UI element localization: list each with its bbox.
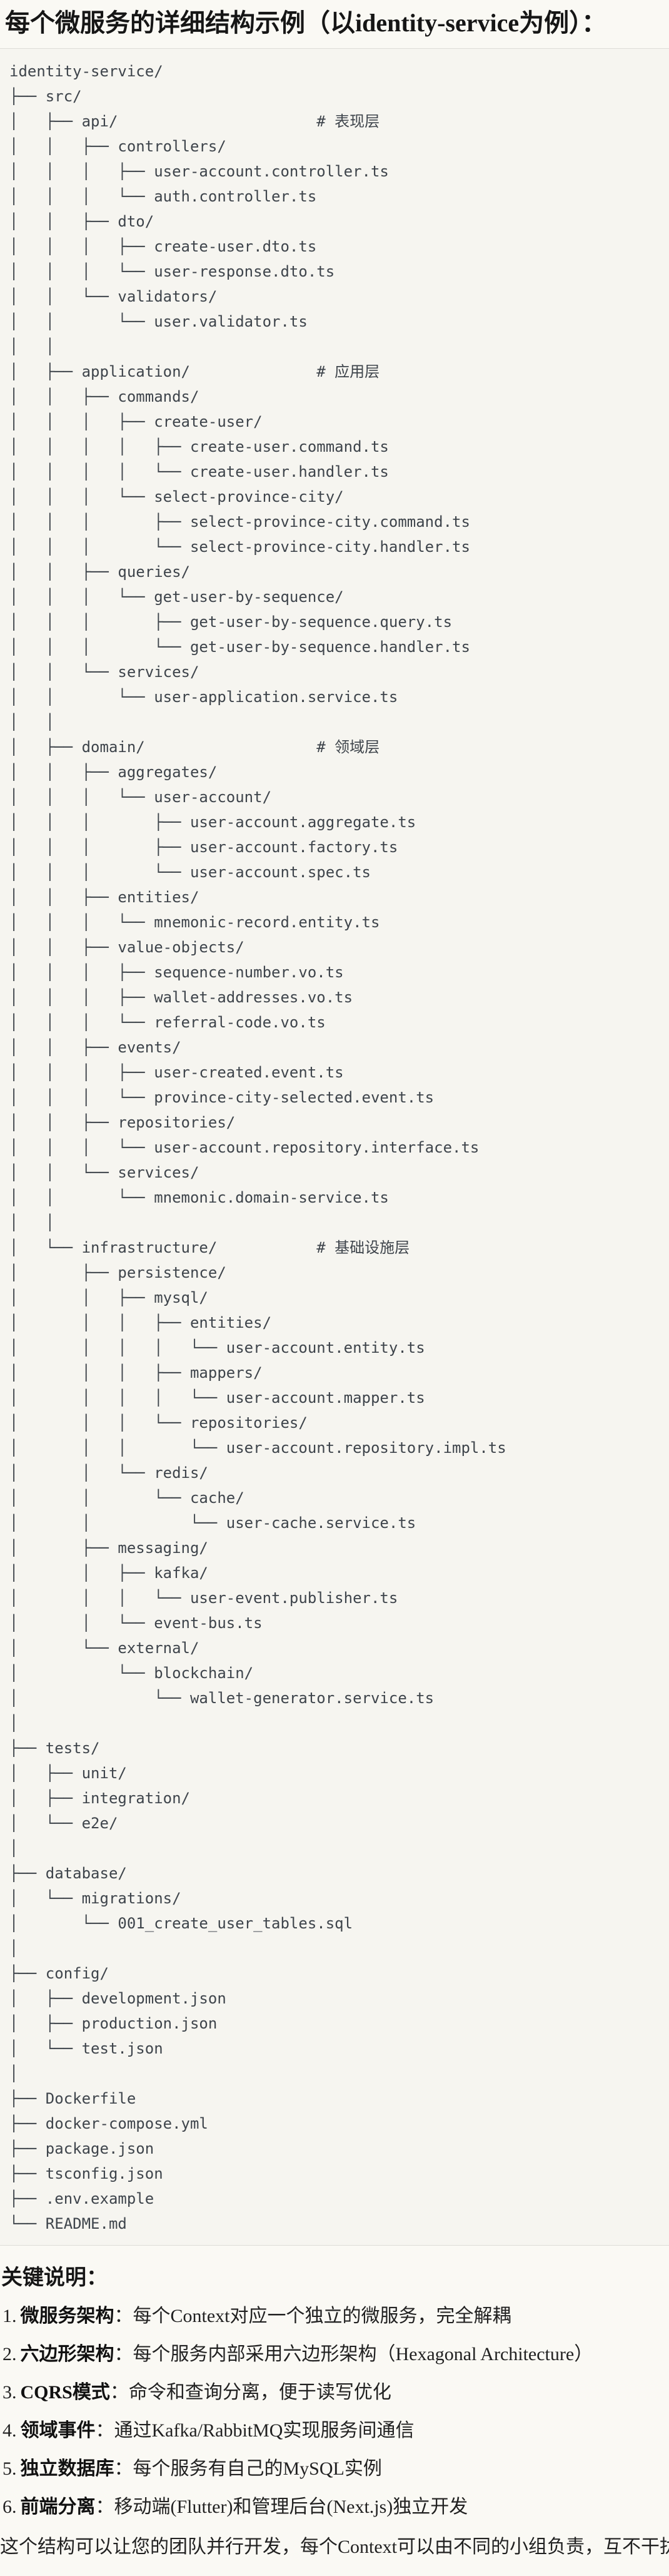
- code-block: identity-service/ ├── src/ │ ├── api/ # …: [0, 48, 669, 2246]
- item-desc: ：移动端(Flutter)和管理后台(Next.js)独立开发: [95, 2497, 468, 2517]
- page-title: 每个微服务的详细结构示例（以identity-service为例）：: [5, 9, 607, 37]
- list-item: 3.CQRS模式：命令和查询分离，便于读写优化: [3, 2381, 663, 2404]
- item-desc: ：每个服务内部采用六边形架构（Hexagonal Architecture）: [114, 2344, 593, 2365]
- item-desc: ：每个服务有自己的MySQL实例: [114, 2458, 382, 2479]
- item-term: 领域事件: [20, 2420, 96, 2441]
- list-item: 2.六边形架构：每个服务内部采用六边形架构（Hexagonal Architec…: [3, 2343, 663, 2366]
- list-item: 5.独立数据库：每个服务有自己的MySQL实例: [3, 2457, 663, 2480]
- item-term: CQRS模式: [20, 2382, 110, 2403]
- item-term: 六边形架构: [20, 2344, 114, 2365]
- notes-section: 关键说明： 1.微服务架构：每个Context对应一个独立的微服务，完全解耦 2…: [0, 2265, 669, 2559]
- directory-tree: identity-service/ ├── src/ │ ├── api/ # …: [9, 63, 506, 2232]
- list-item: 4.领域事件：通过Kafka/RabbitMQ实现服务间通信: [3, 2419, 663, 2442]
- closing-paragraph: 这个结构可以让您的团队并行开发，每个Context可以由不同的小组负责，互不干扰…: [0, 2537, 669, 2557]
- notes-heading: 关键说明：: [1, 2266, 108, 2289]
- item-term: 前端分离: [20, 2497, 96, 2517]
- item-desc: ：每个Context对应一个独立的微服务，完全解耦: [114, 2306, 511, 2326]
- item-number: 2.: [3, 2344, 17, 2365]
- item-term: 独立数据库: [20, 2458, 114, 2479]
- item-number: 3.: [3, 2382, 17, 2403]
- list-item: 1.微服务架构：每个Context对应一个独立的微服务，完全解耦: [3, 2304, 663, 2328]
- item-term: 微服务架构: [20, 2306, 114, 2326]
- list-item: 6.前端分离：移动端(Flutter)和管理后台(Next.js)独立开发: [3, 2495, 663, 2518]
- item-number: 4.: [3, 2420, 17, 2441]
- item-number: 5.: [3, 2458, 17, 2479]
- item-number: 1.: [3, 2306, 17, 2326]
- item-number: 6.: [3, 2497, 17, 2517]
- item-desc: ：通过Kafka/RabbitMQ实现服务间通信: [95, 2420, 415, 2441]
- item-desc: ：命令和查询分离，便于读写优化: [109, 2382, 391, 2403]
